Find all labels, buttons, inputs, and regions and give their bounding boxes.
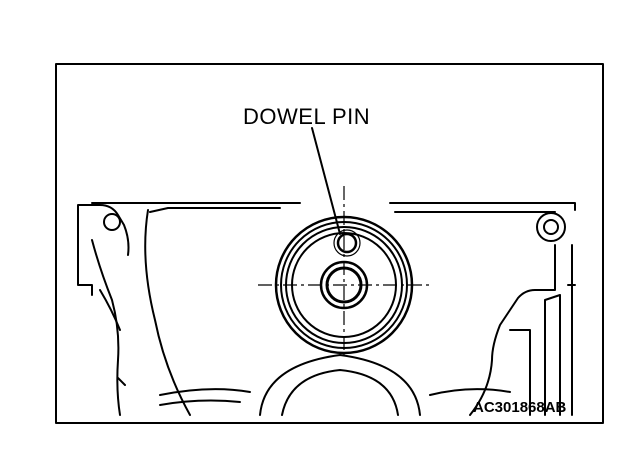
right-bolt-boss-inner <box>543 219 559 235</box>
block-left-rib <box>91 239 121 416</box>
block-right-channel <box>544 294 561 416</box>
dowel-pin-leader <box>311 127 341 235</box>
figure-frame <box>55 63 604 424</box>
right-bolt-boss-outer <box>536 212 566 242</box>
block-curve-left <box>144 209 191 416</box>
dowel-pin-label: DOWEL PIN <box>243 104 371 129</box>
block-top-edge <box>91 202 576 211</box>
block-left-flange <box>77 204 130 296</box>
lower-bore-arch-inner <box>281 369 399 416</box>
dowel-pin <box>336 232 358 254</box>
left-bolt-hole <box>103 213 121 231</box>
block-right-rib <box>469 244 556 416</box>
block-right-strip <box>567 244 576 416</box>
block-curve-left-2 <box>149 207 281 213</box>
block-left-rib-inner <box>99 289 126 386</box>
block-right-lower <box>509 329 531 416</box>
dowel-pin-boss <box>333 229 361 257</box>
block-lower-left-web <box>159 388 251 406</box>
block-lower-right-web <box>429 388 511 396</box>
lower-bore-arch <box>259 354 421 416</box>
figure-code: AC301868AB <box>473 399 567 416</box>
